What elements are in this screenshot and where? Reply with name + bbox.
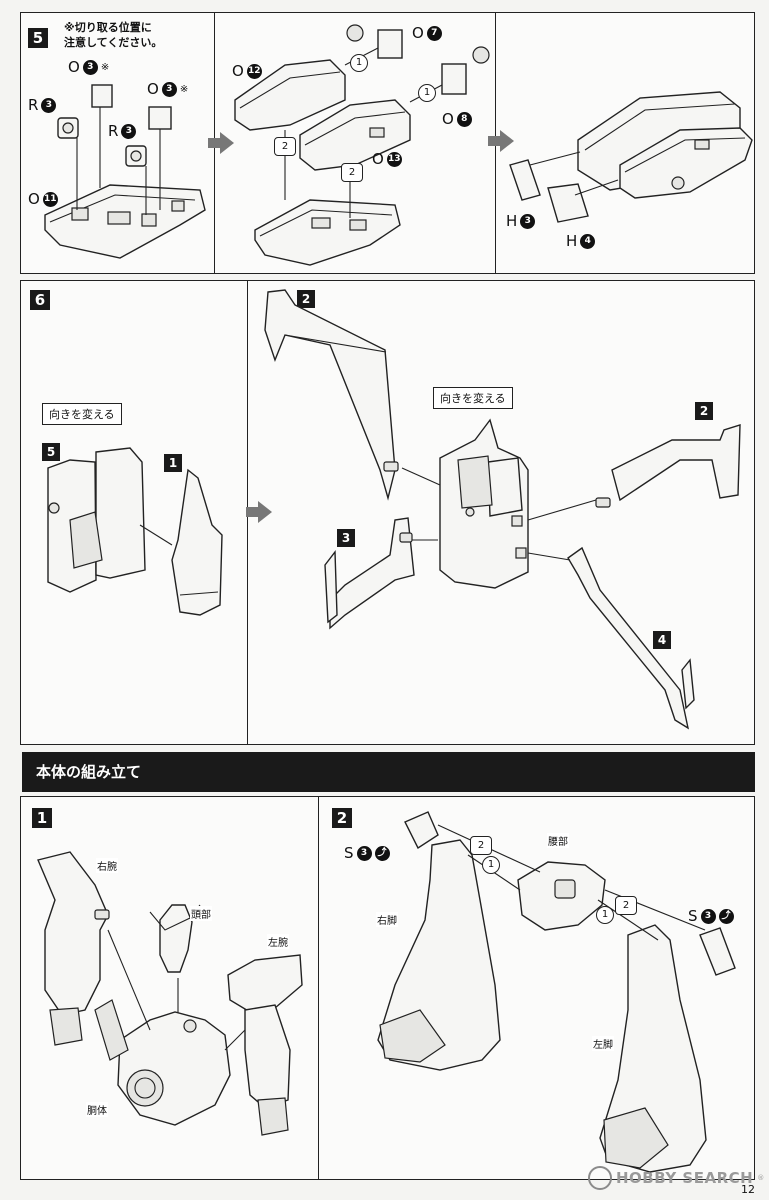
part-number-badge: 4 xyxy=(580,233,596,249)
step5-arrow-2 xyxy=(488,130,514,152)
label-torso: 胴体 xyxy=(86,1102,108,1117)
step5-note-line1: ※切り取る位置に xyxy=(64,21,152,34)
part-badge-5: 5 xyxy=(42,443,60,461)
part-badge-3: 3 xyxy=(337,529,355,547)
label-left-arm: 左腕 xyxy=(267,934,289,949)
order-mark-2: 2 xyxy=(274,137,296,156)
part-number-badge: 3 xyxy=(82,59,98,75)
step5-panel xyxy=(20,12,755,274)
step5-note-line2: 注意してください。 xyxy=(64,36,163,49)
page-number: 12 xyxy=(741,1183,755,1196)
wrench-icon: ⤴ xyxy=(718,908,734,924)
part-number-badge: 3 xyxy=(121,123,137,139)
part-number-badge: 3 xyxy=(41,97,57,113)
hobby-search-logo-icon xyxy=(588,1166,612,1190)
registered-mark: ® xyxy=(757,1174,765,1182)
part-badge-4: 4 xyxy=(653,631,671,649)
label-left-leg: 左脚 xyxy=(592,1036,614,1051)
part-number-badge: 7 xyxy=(426,25,442,41)
part-number-badge: 3 xyxy=(356,845,372,861)
section-title-bar: 本体の組み立て xyxy=(22,752,755,792)
step5-number: 5 xyxy=(28,28,48,48)
part-badge-1: 1 xyxy=(164,454,182,472)
part-number-badge: 12 xyxy=(246,63,262,79)
order-mark-1: 1 xyxy=(596,906,614,924)
part-number-badge: 13 xyxy=(386,151,402,167)
order-mark-1: 1 xyxy=(418,84,436,102)
step6-number: 6 xyxy=(30,290,50,310)
part-badge-2-top: 2 xyxy=(297,290,315,308)
order-mark-2: 2 xyxy=(341,163,363,182)
step5-arrow-1 xyxy=(208,132,234,154)
step6-panel xyxy=(20,280,755,745)
part-number-badge: 3 xyxy=(520,213,536,229)
step6-arrow xyxy=(246,501,272,523)
part-number-badge: 3 xyxy=(161,81,177,97)
step2-number: 2 xyxy=(332,808,352,828)
order-mark-2: 2 xyxy=(470,836,492,855)
part-badge-2-right: 2 xyxy=(695,402,713,420)
watermark-text: HOBBY SEARCH xyxy=(616,1169,754,1187)
label-right-leg: 右脚 xyxy=(376,912,398,927)
hobby-search-watermark: HOBBY SEARCH ® xyxy=(588,1166,764,1190)
label-head: 頭部 xyxy=(190,906,212,921)
wrench-icon: ⤴ xyxy=(374,845,390,861)
part-number-badge: 8 xyxy=(456,111,472,127)
order-mark-2: 2 xyxy=(615,896,637,915)
callout-change-direction-right: 向きを変える xyxy=(433,387,513,409)
step5-note: ※切り取る位置に 注意してください。 xyxy=(64,20,162,50)
label-waist: 腰部 xyxy=(547,833,569,848)
order-mark-1: 1 xyxy=(482,856,500,874)
assembly-divider xyxy=(318,796,319,1180)
callout-change-direction-left: 向きを変える xyxy=(42,403,122,425)
label-right-arm: 右腕 xyxy=(96,858,118,873)
part-number-badge: 3 xyxy=(700,908,716,924)
part-number-badge: 11 xyxy=(42,191,58,207)
order-mark-1: 1 xyxy=(350,54,368,72)
step1-number: 1 xyxy=(32,808,52,828)
